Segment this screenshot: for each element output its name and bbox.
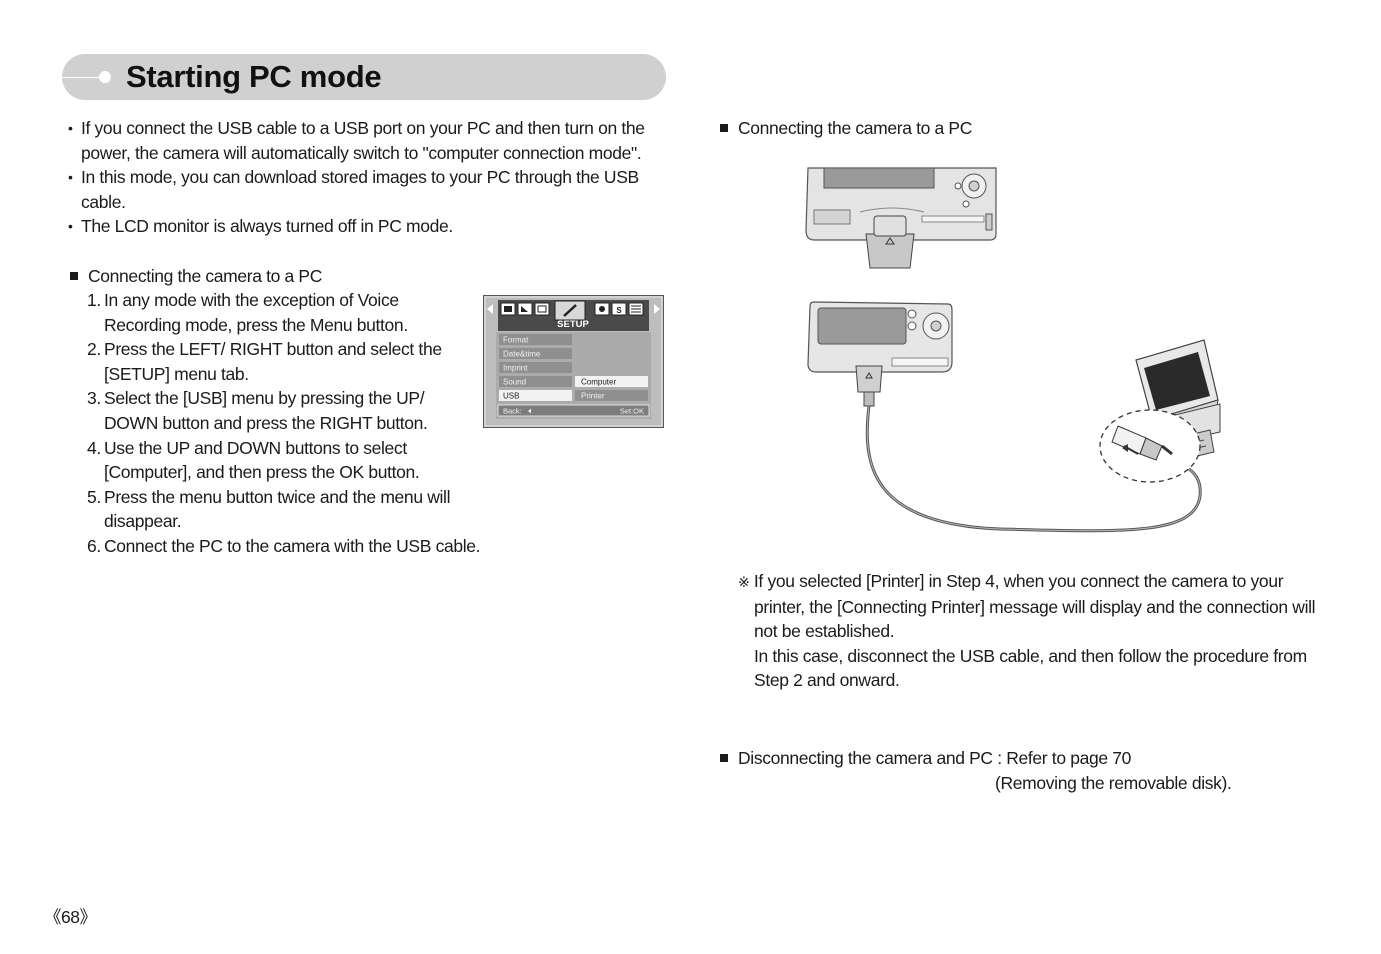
menu-option-list: Computer Printer xyxy=(575,376,648,401)
menu-left-arrow-icon xyxy=(487,304,493,314)
step-line: Press the LEFT/ RIGHT button and select … xyxy=(104,339,442,360)
camera-illustration xyxy=(807,301,953,407)
square-bullet-icon xyxy=(70,272,78,280)
step-line: [Computer], and then press the OK button… xyxy=(104,462,420,483)
step-line: disappear. xyxy=(104,511,182,532)
step-line: DOWN button and press the RIGHT button. xyxy=(104,412,428,433)
page-number: 《68》 xyxy=(44,907,97,927)
menu-tab-title: SETUP xyxy=(557,319,589,330)
note-line: Step 2 and onward. xyxy=(754,670,900,691)
step-line: Connect the PC to the camera with the US… xyxy=(104,535,481,556)
left-section-heading: Connecting the camera to a PC xyxy=(70,264,322,289)
steps-list: 1.In any mode with the exception of Voic… xyxy=(87,288,481,559)
bullet-line: The LCD monitor is always turned off in … xyxy=(81,216,453,237)
intro-bullet: • The LCD monitor is always turned off i… xyxy=(68,214,648,239)
camera-bottom-illustration xyxy=(805,167,997,269)
usb-plug-icon xyxy=(1111,425,1173,461)
bullet-dot-icon: • xyxy=(68,218,73,235)
step-item: 5.Press the menu button twice and the me… xyxy=(87,485,477,534)
step-number: 4. xyxy=(87,437,101,458)
menu-option-printer[interactable]: Printer xyxy=(581,392,605,401)
back-arrow-icon xyxy=(528,408,531,414)
left-heading-text: Connecting the camera to a PC xyxy=(88,266,323,286)
step-line: Use the UP and DOWN buttons to select xyxy=(104,437,407,458)
note-line: not be established. xyxy=(754,621,895,642)
menu-back-label: Back: xyxy=(503,407,522,416)
title-banner-dot xyxy=(99,71,111,83)
printer-note: ※ If you selected [Printer] in Step 4, w… xyxy=(738,569,1318,693)
step-line: Select the [USB] menu by pressing the UP… xyxy=(104,388,425,409)
step-item: 2.Press the LEFT/ RIGHT button and selec… xyxy=(87,337,477,386)
step-line: Recording mode, press the Menu button. xyxy=(104,314,408,335)
page-title: Starting PC mode xyxy=(126,59,382,94)
step-item: 1.In any mode with the exception of Voic… xyxy=(87,288,477,337)
title-banner xyxy=(62,54,666,100)
menu-item-date-time[interactable]: Date&time xyxy=(503,350,541,359)
step-item: 4.Use the UP and DOWN buttons to select [… xyxy=(87,436,477,485)
note-line: In this case, disconnect the USB cable, … xyxy=(754,645,1307,666)
camera-setup-menu-screenshot: S SETUP Format Date&time Imprint Sound U… xyxy=(483,295,664,428)
disconnect-text: Disconnecting the camera and PC : Refer … xyxy=(738,748,1132,768)
step-number: 1. xyxy=(87,290,101,310)
step-line: Press the menu button twice and the menu… xyxy=(104,486,451,507)
step-line: In any mode with the exception of Voice xyxy=(104,290,399,310)
svg-text:S: S xyxy=(616,306,622,315)
intro-bullet: • If you connect the USB cable to a USB … xyxy=(68,116,648,165)
intro-bullet: • In this mode, you can download stored … xyxy=(68,165,648,214)
note-mark-icon: ※ xyxy=(738,574,750,590)
menu-set-label: Set:OK xyxy=(620,407,644,416)
step-number: 5. xyxy=(87,486,101,507)
menu-option-computer[interactable]: Computer xyxy=(581,378,616,387)
right-section-heading: Connecting the camera to a PC xyxy=(720,116,972,141)
menu-item-format[interactable]: Format xyxy=(503,336,529,345)
title-banner-line xyxy=(62,77,106,78)
menu-right-arrow-icon xyxy=(654,304,660,314)
step-number: 6. xyxy=(87,535,101,556)
step-item: 3.Select the [USB] menu by pressing the … xyxy=(87,386,477,435)
camera-pc-connection-illustration xyxy=(805,167,1221,533)
right-heading-text: Connecting the camera to a PC xyxy=(738,118,973,138)
menu-item-usb[interactable]: USB xyxy=(503,392,519,401)
note-line: If you selected [Printer] in Step 4, whe… xyxy=(753,571,1284,591)
menu-item-list: Format Date&time Imprint Sound USB xyxy=(499,334,572,401)
step-number: 3. xyxy=(87,388,101,409)
square-bullet-icon xyxy=(720,754,728,762)
bullet-line: In this mode, you can download stored im… xyxy=(81,167,639,188)
bullet-line: If you connect the USB cable to a USB po… xyxy=(81,118,645,138)
bullet-dot-icon: • xyxy=(68,120,73,136)
step-item: 6.Connect the PC to the camera with the … xyxy=(87,534,481,559)
menu-tab-icons: S xyxy=(500,300,644,321)
disconnect-section: Disconnecting the camera and PC : Refer … xyxy=(720,746,1131,771)
note-line: printer, the [Connecting Printer] messag… xyxy=(754,596,1316,617)
menu-item-sound[interactable]: Sound xyxy=(503,378,526,387)
step-number: 2. xyxy=(87,339,101,360)
intro-bullet-list: • If you connect the USB cable to a USB … xyxy=(68,116,648,239)
menu-item-imprint[interactable]: Imprint xyxy=(503,364,528,373)
disconnect-subtext: (Removing the removable disk). xyxy=(995,773,1232,793)
bullet-dot-icon: • xyxy=(68,169,73,186)
bullet-line: cable. xyxy=(81,191,126,212)
bullet-line: power, the camera will automatically swi… xyxy=(81,142,642,163)
step-line: [SETUP] menu tab. xyxy=(104,363,249,384)
square-bullet-icon xyxy=(720,124,728,132)
